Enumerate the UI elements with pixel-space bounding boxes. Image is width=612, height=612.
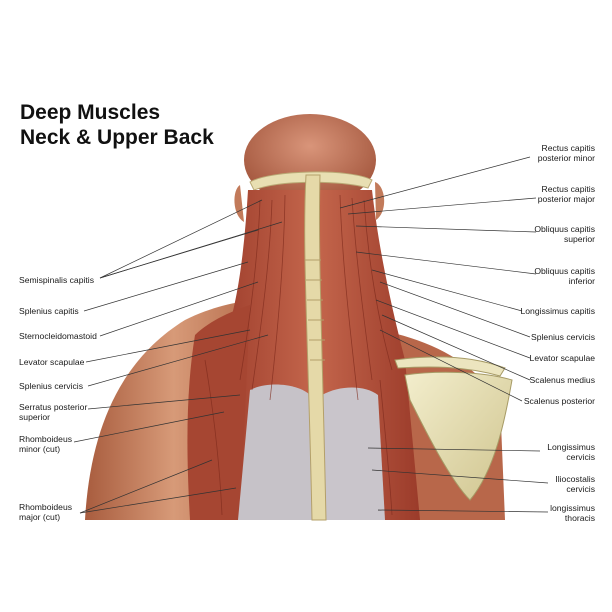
label-obliquus-capitis-inferior: Obliquus capitis inferior: [534, 266, 595, 286]
label-levator-scapulae-right: Levator scapulae: [529, 353, 595, 363]
label-levator-scapulae-left: Levator scapulae: [19, 357, 85, 367]
label-splenius-cervicis-left: Splenius cervicis: [19, 381, 83, 391]
label-semispinalis-capitis: Semispinalis capitis: [19, 275, 94, 285]
label-longissimus-cervicis: Longissimus cervicis: [547, 442, 595, 462]
title-line-2: Neck & Upper Back: [20, 126, 214, 149]
leader-lines: [73, 156, 549, 514]
label-serratus-posterior-superior: Serratus posterior superior: [19, 402, 88, 422]
label-iliocostalis-cervicis: Iliocostalis cervicis: [555, 474, 595, 494]
title-line-1: Deep Muscles: [20, 101, 161, 124]
right-clavicle: [394, 356, 506, 377]
spinal-column: [304, 174, 327, 521]
thoracic-fascia-right: [322, 387, 385, 520]
left-back-block: [187, 305, 250, 520]
label-scalenus-medius: Scalenus medius: [529, 375, 595, 385]
label-rectus-capitis-posterior-major: Rectus capitis posterior major: [537, 184, 595, 204]
label-rhomboideus-minor: Rhomboideus minor (cut): [19, 434, 73, 454]
label-splenius-cervicis-right: Splenius cervicis: [531, 332, 595, 342]
label-scalenus-posterior: Scalenus posterior: [523, 396, 595, 406]
label-rectus-capitis-posterior-minor: Rectus capitis posterior minor: [537, 143, 595, 163]
label-longissimus-capitis: Longissimus capitis: [520, 306, 595, 316]
label-sternocleidomastoid: Sternocleidomastoid: [19, 331, 97, 341]
label-splenius-capitis: Splenius capitis: [19, 306, 79, 316]
head-ear-right: [375, 182, 385, 220]
head-ear-left: [234, 185, 244, 222]
diagram-title: Deep Muscles Neck & Upper Back: [20, 100, 214, 150]
label-rhomboideus-major: Rhomboideus major (cut): [19, 502, 73, 522]
label-obliquus-capitis-superior: Obliquus capitis superior: [534, 224, 595, 244]
thoracic-fascia: [238, 384, 312, 520]
label-longissimus-thoracis: longissimus thoracis: [550, 503, 595, 523]
